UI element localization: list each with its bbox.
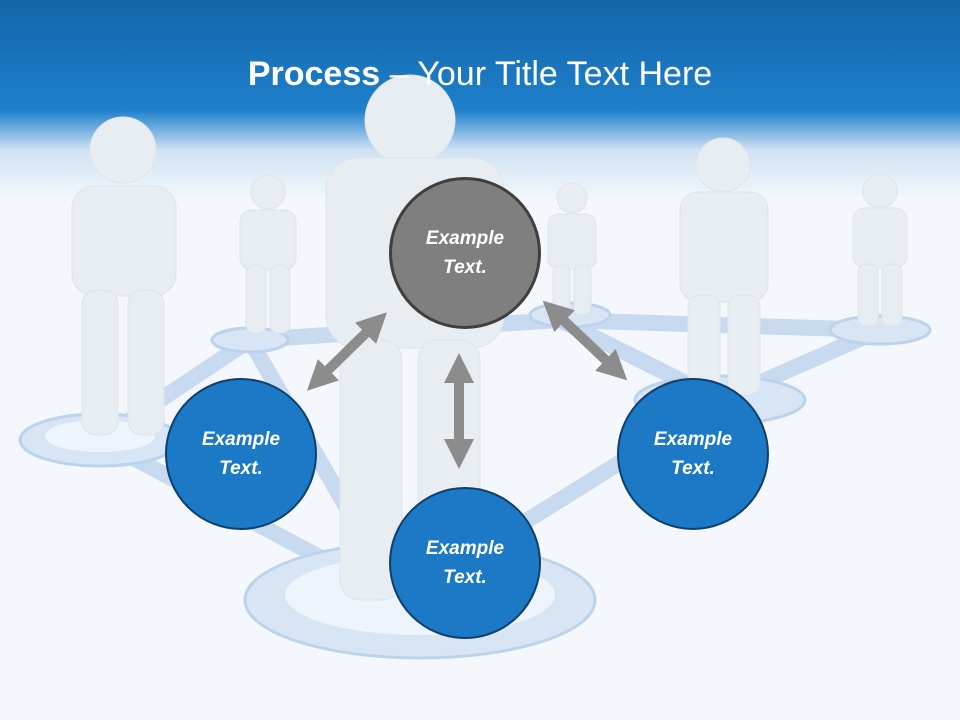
process-node-right[interactable]: Example Text. <box>617 378 769 530</box>
node-bottom-line2: Text. <box>443 567 487 588</box>
title-bold-part: Process <box>247 55 381 93</box>
node-top-line1: Example <box>425 228 505 249</box>
title-rest-part: – Your Title Text Here <box>380 55 713 93</box>
node-top-line2: Text. <box>443 257 487 278</box>
node-bottom-line1: Example <box>425 538 505 559</box>
node-left-line1: Example <box>201 429 281 450</box>
node-left-line2: Text. <box>219 458 263 479</box>
process-node-left[interactable]: Example Text. <box>165 378 317 530</box>
slide-title: Process – Your Title Text Here <box>0 52 960 96</box>
node-right-line1: Example <box>653 429 733 450</box>
process-node-bottom[interactable]: Example Text. <box>389 487 541 639</box>
node-right-line2: Text. <box>671 458 715 479</box>
process-node-top[interactable]: Example Text. <box>389 177 541 329</box>
